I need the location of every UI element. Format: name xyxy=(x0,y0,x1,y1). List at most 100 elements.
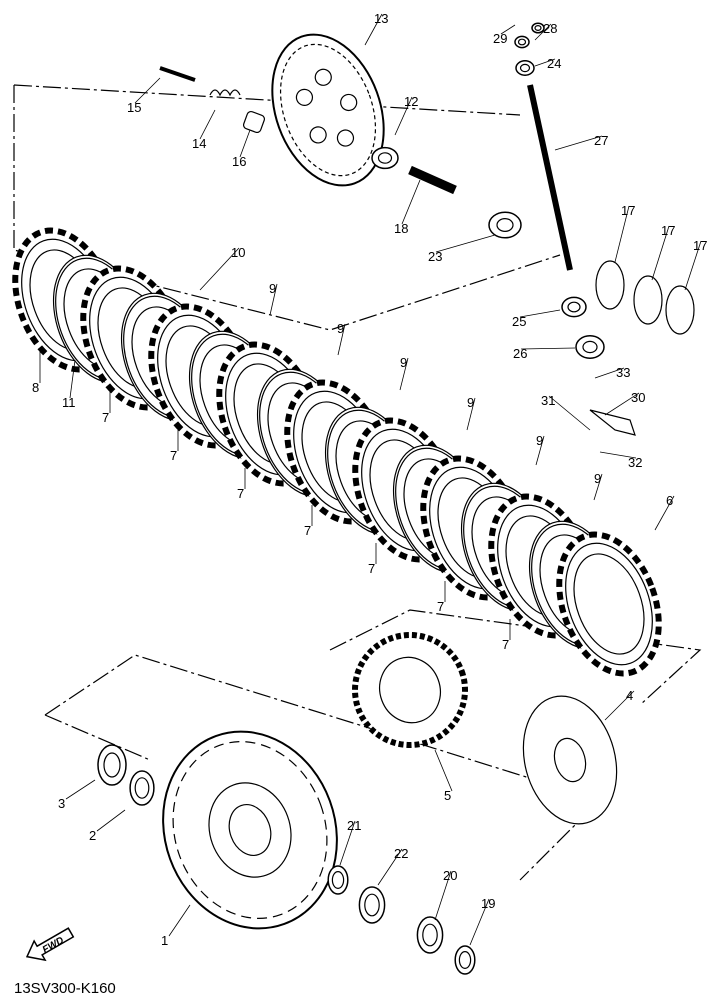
part-number-label: 17 xyxy=(661,223,675,238)
clutch-boss xyxy=(352,632,468,748)
part-number-label: 19 xyxy=(481,896,495,911)
bearing-or-washer xyxy=(575,335,605,359)
part-number-label: 7 xyxy=(237,486,244,501)
part-shape xyxy=(379,656,441,724)
part-number-label: 17 xyxy=(621,203,635,218)
leader-line xyxy=(434,870,452,921)
leader-line xyxy=(199,247,240,291)
push-rod xyxy=(527,84,573,271)
leader-line xyxy=(364,13,383,46)
part-number-label: 9 xyxy=(467,395,474,410)
bore xyxy=(134,777,150,799)
part-shape xyxy=(271,33,385,187)
part-number-label: 3 xyxy=(58,796,65,811)
bore xyxy=(458,950,472,969)
part-shape xyxy=(208,782,292,878)
part-number-label: 8 xyxy=(32,380,39,395)
leader-line xyxy=(535,435,545,466)
plate-washer xyxy=(242,110,266,134)
washer-or-bearing xyxy=(358,886,386,924)
part-number-label: 4 xyxy=(626,688,633,703)
part-shape xyxy=(553,737,587,783)
part-number-label: 11 xyxy=(62,395,76,410)
part-number-label: 1 xyxy=(161,933,168,948)
part-number-label: 29 xyxy=(493,31,507,46)
leader-line xyxy=(435,234,496,253)
part-number-label: 28 xyxy=(543,21,557,36)
bore xyxy=(103,752,121,778)
plate-inner xyxy=(573,553,645,655)
bolt xyxy=(159,66,196,82)
washer-or-bearing xyxy=(327,865,349,895)
washer-or-bearing xyxy=(129,770,155,806)
leader-line xyxy=(604,690,635,721)
bearing-or-washer xyxy=(371,146,399,170)
bore xyxy=(582,340,598,354)
bore xyxy=(519,63,531,73)
leader-line xyxy=(500,24,516,35)
part-number-label: 16 xyxy=(232,154,246,169)
part-number-label: 7 xyxy=(368,561,375,576)
bearing-or-washer xyxy=(488,211,522,239)
part-number-label: 24 xyxy=(547,56,561,71)
bore xyxy=(517,38,527,46)
washer-or-bearing xyxy=(97,744,127,786)
leader-line xyxy=(401,179,421,225)
bore xyxy=(364,893,380,917)
spring xyxy=(209,89,241,97)
part-number-label: 6 xyxy=(666,493,673,508)
bearing-or-washer xyxy=(531,22,545,34)
part-number-label: 12 xyxy=(404,94,418,109)
leader-line xyxy=(168,904,191,937)
part-shape xyxy=(172,741,328,919)
part-number-label: 7 xyxy=(502,637,509,652)
spring-boss xyxy=(309,126,327,144)
part-number-label: 26 xyxy=(513,346,527,361)
washer-or-bearing xyxy=(416,916,444,954)
push-rod-18 xyxy=(408,165,457,195)
leader-line xyxy=(96,809,126,832)
part-number-label: 20 xyxy=(443,868,457,883)
part-number-label: 13 xyxy=(374,11,388,26)
part-number-label: 17 xyxy=(693,238,707,253)
washer-or-bearing xyxy=(454,945,476,975)
bore xyxy=(567,301,581,313)
part-number-label: 21 xyxy=(347,818,361,833)
part-number-label: 32 xyxy=(628,455,642,470)
leader-line xyxy=(199,109,216,140)
part-number-label: 27 xyxy=(594,133,608,148)
bearing-or-washer xyxy=(561,296,587,318)
spring-boss xyxy=(336,129,355,147)
leader-line xyxy=(239,129,251,158)
spring-boss xyxy=(314,68,332,86)
leader-line xyxy=(134,77,161,104)
shim xyxy=(633,275,663,325)
leader-line xyxy=(399,357,409,391)
part-number-label: 31 xyxy=(541,393,555,408)
leader-line xyxy=(534,58,556,67)
part-number-label: 23 xyxy=(428,249,442,264)
leader-line xyxy=(339,820,356,866)
part-number-label: 9 xyxy=(400,355,407,370)
leader-line xyxy=(65,779,96,800)
part-shape xyxy=(522,695,618,825)
leader-line xyxy=(651,225,670,281)
part-number-label: 25 xyxy=(512,314,526,329)
part-number-label: 15 xyxy=(127,100,141,115)
leader-line xyxy=(534,23,552,41)
part-number-label: 7 xyxy=(102,410,109,425)
part-shape xyxy=(162,730,338,930)
part-number-label: 10 xyxy=(231,245,245,260)
leader-line xyxy=(604,392,640,416)
leader-line xyxy=(593,473,603,501)
part-number-label: 2 xyxy=(89,828,96,843)
part-number-label: 7 xyxy=(437,599,444,614)
leader-line xyxy=(554,135,603,151)
pressure-plate-4 xyxy=(522,695,618,825)
part-number-label: 9 xyxy=(536,433,543,448)
leader-line xyxy=(548,395,591,431)
leader-line xyxy=(69,359,76,399)
bore xyxy=(496,218,514,233)
